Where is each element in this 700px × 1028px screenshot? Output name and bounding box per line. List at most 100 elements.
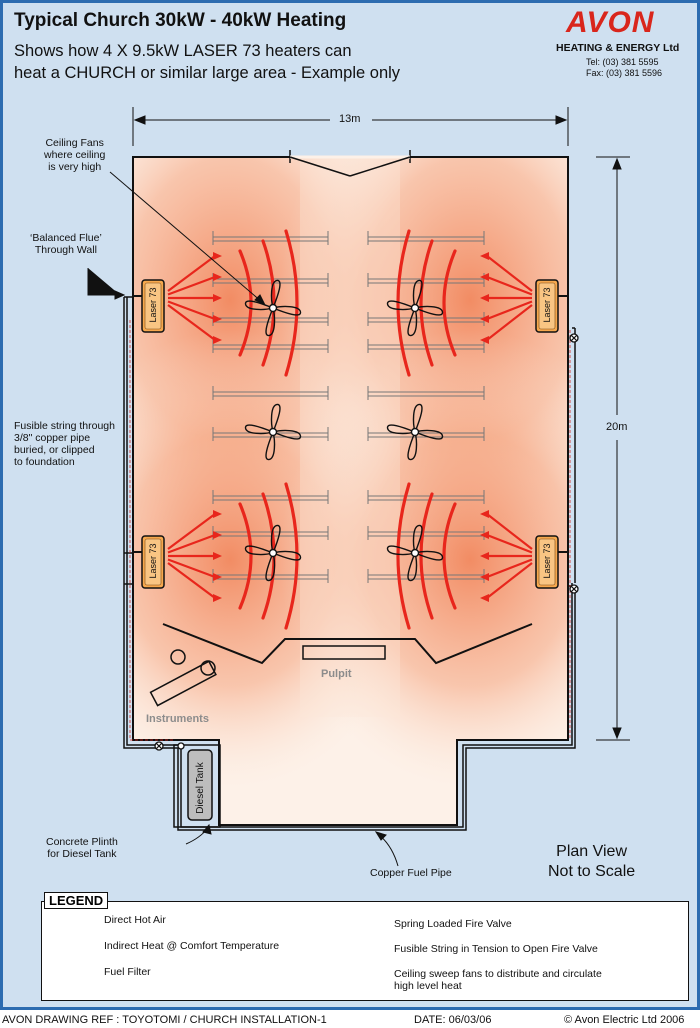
laser-73-heater [132, 535, 165, 589]
dimension-length [596, 156, 630, 741]
direct-hot-air-arrow [167, 513, 216, 550]
pew [367, 231, 485, 245]
plan-view-line-2: Not to Scale [548, 863, 636, 880]
pew [212, 231, 329, 245]
logo-fax: Fax: (03) 381 5596 [586, 68, 663, 78]
legend-indirect-heat: Indirect Heat @ Comfort Temperature [104, 940, 280, 952]
direct-hot-air-arrowhead [480, 552, 489, 560]
logo-tel: Tel: (03) 381 5595 [586, 57, 659, 67]
diesel-tank-label-wrap: Diesel Tank [194, 758, 208, 818]
ceiling-fan-icon [386, 403, 444, 461]
subtitle-line-1: Shows how 4 X 9.5kW LASER 73 heaters can [14, 42, 352, 60]
ceiling-fan-icon [244, 524, 302, 582]
fusible-string-line-2: 3/8" copper pipe [14, 432, 91, 444]
chancel-outline [149, 623, 533, 707]
direct-hot-air-arrowhead [213, 252, 222, 260]
plan-view-line-1: Plan View [556, 843, 627, 860]
direct-hot-air-arrow [486, 513, 533, 550]
drawing-ref: AVON DRAWING REF : TOYOTOMI / CHURCH INS… [2, 1014, 327, 1026]
pews [212, 231, 485, 583]
direct-hot-air-arrow [167, 275, 216, 296]
pew [367, 569, 485, 583]
legend-fire-valve: Spring Loaded Fire Valve [394, 918, 512, 930]
fusible-string-line-1: Fusible string through [14, 420, 115, 432]
fusible-string-annotation: Fusible string through 3/8" copper pipe … [14, 420, 115, 468]
direct-hot-air-arrowhead [213, 531, 222, 539]
indirect-heat-arc [261, 239, 276, 367]
indirect-heat-arc [419, 239, 434, 367]
heater-label: Laser 73 [542, 543, 552, 579]
indirect-heat-arc [396, 229, 411, 377]
indirect-heat-arc [238, 502, 253, 610]
direct-hot-air-arrowhead [480, 273, 489, 281]
indirect-heat-arc [284, 229, 299, 377]
page-subtitle: Shows how 4 X 9.5kW LASER 73 heaters can… [14, 40, 400, 84]
direct-hot-air-arrow [486, 533, 533, 554]
direct-hot-air-arrowhead [213, 594, 222, 602]
direct-hot-air-arrowhead [213, 336, 222, 344]
drawing-date: DATE: 06/03/06 [414, 1014, 492, 1026]
ceiling-fans-annotation: Ceiling Fans where ceiling is very high [44, 137, 105, 173]
direct-hot-air-arrowhead [480, 573, 489, 581]
concrete-plinth-line-1: Concrete Plinth [46, 836, 118, 848]
heater-label: Laser 73 [542, 287, 552, 323]
direct-hot-air-arrowhead [213, 273, 222, 281]
heat-gradient [133, 157, 568, 790]
direct-hot-air-arrowhead [480, 531, 489, 539]
fusible-string-line-4: to foundation [14, 456, 75, 468]
length-label: 20m [606, 421, 628, 433]
plan-view-note: Plan View Not to Scale [548, 842, 635, 882]
fusible-string [129, 320, 571, 741]
balanced-flue-annotation: ‘Balanced Flue’ Through Wall [30, 232, 102, 256]
ceiling-fans-line-1: Ceiling Fans [45, 137, 104, 149]
direct-hot-air-arrowhead [213, 315, 222, 323]
laser-73-heater [535, 535, 568, 589]
pew [212, 386, 329, 400]
direct-hot-air-arrow [167, 533, 216, 554]
direct-hot-air-arrowhead [480, 594, 489, 602]
ceiling-fans-line-2: where ceiling [44, 149, 106, 161]
entrance-doors [289, 150, 411, 177]
logo-wordmark: AVON [566, 6, 655, 39]
direct-hot-air-arrow [167, 255, 216, 292]
direct-hot-air-arrow [167, 300, 216, 321]
pew [367, 427, 485, 441]
indirect-heat-arc [238, 249, 253, 357]
width-label: 13m [339, 113, 361, 125]
subtitle-line-2: heat a CHURCH or similar large area - Ex… [14, 64, 401, 82]
balanced-flue-line-1: ‘Balanced Flue’ [30, 232, 102, 244]
pew [367, 386, 485, 400]
copyright: © Avon Electric Ltd 2006 [564, 1014, 685, 1026]
direct-hot-air-arrow [486, 255, 533, 292]
ceiling-fan-icon [386, 279, 444, 337]
legend-ceiling-fans: Ceiling sweep fans to distribute and cir… [394, 968, 602, 992]
ceiling-fans [244, 279, 444, 582]
pulpit-label: Pulpit [321, 668, 352, 680]
legend-ceiling-fans-line-1: Ceiling sweep fans to distribute and cir… [394, 968, 602, 980]
heaters [132, 279, 568, 589]
heater-label: Laser 73 [148, 287, 158, 323]
laser-73-heater [132, 279, 165, 333]
fusible-string-line-3: buried, or clipped [14, 444, 95, 456]
pew [367, 490, 485, 504]
direct-hot-air-arrow [486, 275, 533, 296]
direct-hot-air-arrowhead [213, 294, 222, 302]
diesel-tank [173, 744, 221, 828]
direct-hot-air-arrowhead [213, 573, 222, 581]
direct-hot-air-arrow [167, 304, 216, 341]
direct-hot-air-arrow [486, 300, 533, 321]
direct-hot-air-arrowhead [480, 315, 489, 323]
pew [212, 526, 329, 540]
direct-hot-air-arrow [486, 562, 533, 599]
indirect-heat-arc [396, 482, 411, 630]
heater-label: Laser 73 [148, 543, 158, 579]
direct-hot-air-arrow [167, 558, 216, 579]
concrete-plinth-line-2: for Diesel Tank [47, 848, 117, 860]
indirect-heat-arc [442, 249, 457, 357]
ceiling-fan-icon [244, 403, 302, 461]
copper-pipe-label: Copper Fuel Pipe [370, 867, 452, 879]
instruments-label: Instruments [146, 713, 209, 725]
heat-marks [167, 229, 533, 630]
